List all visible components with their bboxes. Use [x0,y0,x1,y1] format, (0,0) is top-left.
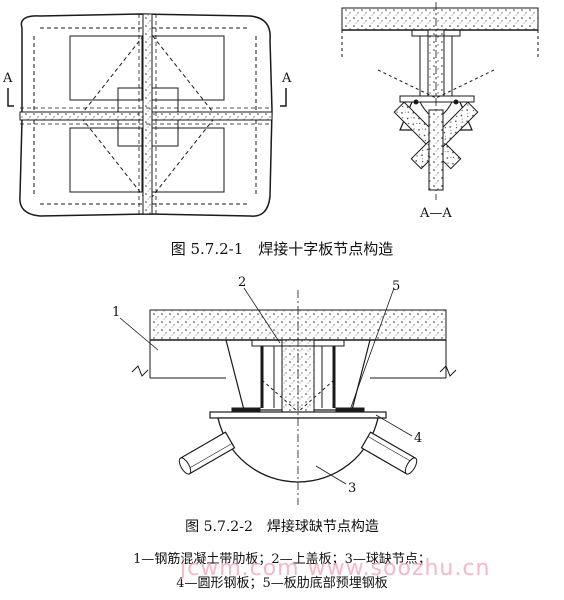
section-mark-right: A [281,71,292,86]
figure1-caption: 图 5.7.2-1 焊接十字板节点构造 [170,240,394,258]
section-mark-left: A [2,71,13,86]
legend-line-1: 1—钢筋混凝土带肋板；2—上盖板；3—球缺节点； [133,552,431,567]
label-1: 1 [112,305,120,320]
label-2: 2 [238,275,246,290]
legend-line-2: 4—圆形钢板；5—板肋底部预埋钢板 [176,576,388,591]
watermark-text: jcwm.com www.soozhu.cn [180,556,491,581]
label-5: 5 [392,279,400,294]
plan-view [7,13,287,217]
figure2-caption: 图 5.7.2-2 焊接球缺节点构造 [185,519,379,535]
label-3: 3 [348,481,356,496]
section-title: A—A [419,206,452,221]
label-4: 4 [414,431,422,446]
spherical-node-diagram [119,287,457,505]
section-a-a [341,2,539,200]
